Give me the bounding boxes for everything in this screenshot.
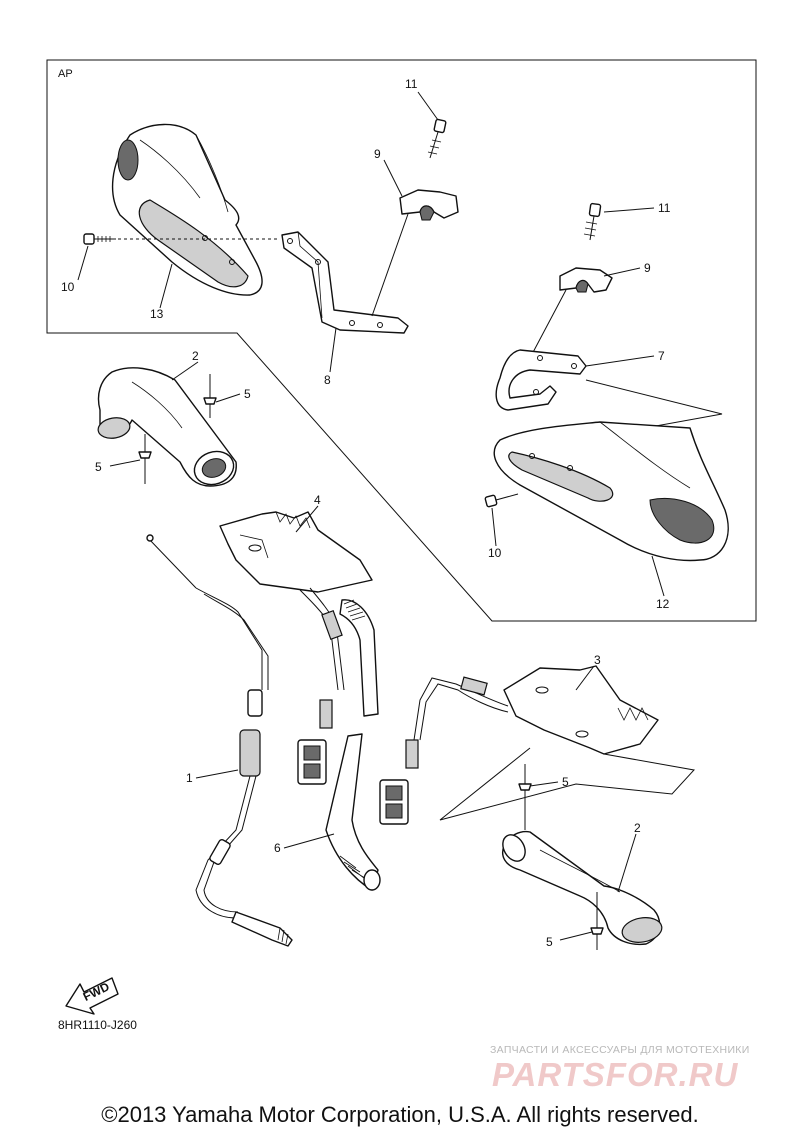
- ap-group-label: AP: [58, 68, 73, 80]
- screw-10-right: [484, 493, 519, 508]
- heat-shield-lower: [503, 665, 659, 755]
- fwd-arrow-icon: FWD: [65, 977, 119, 1015]
- callout-8: 8: [324, 373, 331, 387]
- rivet-5-lower-a: [518, 764, 532, 830]
- heat-shield-upper: [219, 511, 373, 593]
- callout-1: 1: [186, 771, 193, 785]
- callout-5-a: 5: [244, 387, 251, 401]
- callout-5-b: 5: [95, 460, 102, 474]
- wire-harness-lower: [379, 676, 509, 825]
- throttle-cable: [146, 534, 293, 947]
- callout-6: 6: [274, 841, 281, 855]
- callout-leaders: [77, 91, 665, 941]
- callout-4: 4: [314, 493, 321, 507]
- copyright-notice: ©2013 Yamaha Motor Corporation, U.S.A. A…: [101, 1102, 699, 1127]
- callout-3: 3: [594, 653, 601, 667]
- callout-5-d: 5: [546, 935, 553, 949]
- hose: [325, 599, 381, 891]
- clamp-9-lower: [559, 267, 613, 293]
- rivet-5-lower-b: [590, 892, 604, 950]
- hand-guard-right: [493, 421, 729, 562]
- screw-10-left: [83, 233, 116, 245]
- bracket-left: [281, 231, 409, 334]
- bracket-right: [495, 349, 587, 411]
- callout-5-c: 5: [562, 775, 569, 789]
- callout-11-lower: 11: [658, 201, 671, 215]
- watermark-logo: PARTSFOR.RU: [492, 1056, 739, 1093]
- duct-lower: [502, 830, 663, 946]
- callout-10-left: 10: [61, 280, 75, 294]
- callout-12: 12: [656, 597, 670, 611]
- leader-clamp-bracket-left: [371, 213, 409, 317]
- ap-group-boundary: [46, 59, 757, 622]
- callout-10-right: 10: [488, 546, 502, 560]
- callout-13: 13: [150, 307, 164, 321]
- watermark-tagline: ЗАПЧАСТИ И АКСЕССУАРЫ ДЛЯ МОТОТЕХНИКИ: [490, 1044, 750, 1056]
- rivet-5-upper-a: [203, 374, 217, 418]
- callout-labels: 11 9 11 9 7 10 13 8 2 5 5 4 10 12 3 1 5 …: [61, 77, 671, 949]
- callout-11-upper: 11: [405, 77, 418, 91]
- bolt-11-lower: [583, 202, 602, 241]
- callout-2-lower: 2: [634, 821, 641, 835]
- diagram-code: 8HR1110-J260: [58, 1018, 137, 1032]
- rivet-5-upper-b: [138, 434, 152, 484]
- callout-9-upper: 9: [374, 147, 381, 161]
- leader-clamp-bracket-right: [529, 289, 567, 359]
- callout-2-upper: 2: [192, 349, 199, 363]
- clamp-9-upper: [399, 189, 459, 221]
- callout-9-lower: 9: [644, 261, 651, 275]
- bolt-11-upper: [427, 118, 447, 159]
- duct-upper: [97, 367, 237, 487]
- callout-7: 7: [658, 349, 665, 363]
- wire-harness-upper: [297, 587, 345, 785]
- heat-shield-lower-outline: [439, 747, 695, 821]
- hand-guard-left: [111, 123, 263, 296]
